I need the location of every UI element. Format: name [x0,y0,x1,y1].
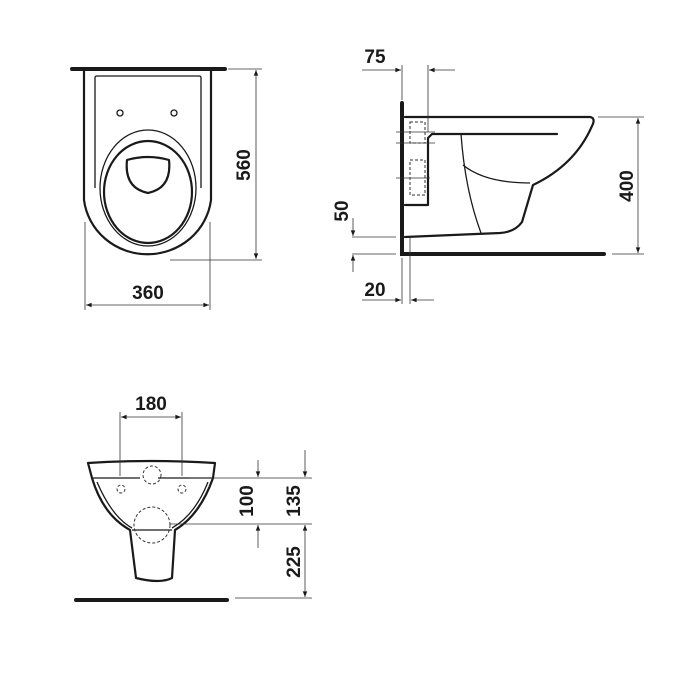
fixing-height-label: 100 [237,485,258,517]
screw-hole-icon [116,109,124,117]
seat-outer [99,129,197,247]
side-view: 75 400 50 20 [332,47,644,304]
outlet-hidden [133,506,171,544]
bowl-profile [403,115,595,239]
outlet-floor-label: 225 [284,546,305,578]
bowl-outline [82,68,213,256]
floor-gap-label: 50 [332,200,353,221]
bowl-inner [462,164,531,184]
bowl-front-outline [86,459,217,583]
bowl-rim [403,132,559,207]
fixing-spacing-label: 180 [135,394,167,415]
height-label: 400 [617,170,638,202]
top-view: 560 360 [70,67,262,310]
fixing-hidden [409,159,426,196]
fixing-hole-icon [177,484,187,494]
bowl-opening [125,155,171,195]
fixing-hole-icon [116,484,126,494]
screw-hole-icon [170,109,178,117]
inlet-hidden [142,465,162,485]
trap-line [460,133,482,234]
width-label: 360 [132,283,164,304]
fixing-hidden [409,121,426,144]
seat-ring [102,139,194,245]
wall-gap-label: 20 [364,280,385,301]
outlet-height-label: 135 [284,485,305,517]
bowl-inner-sides [96,481,209,529]
bowl-rim-inner [94,75,202,188]
front-view: 180 100 135 225 [74,394,312,602]
depth-label: 560 [234,149,255,181]
wall-offset-label: 75 [364,47,386,68]
wall-and-floor [400,101,606,256]
